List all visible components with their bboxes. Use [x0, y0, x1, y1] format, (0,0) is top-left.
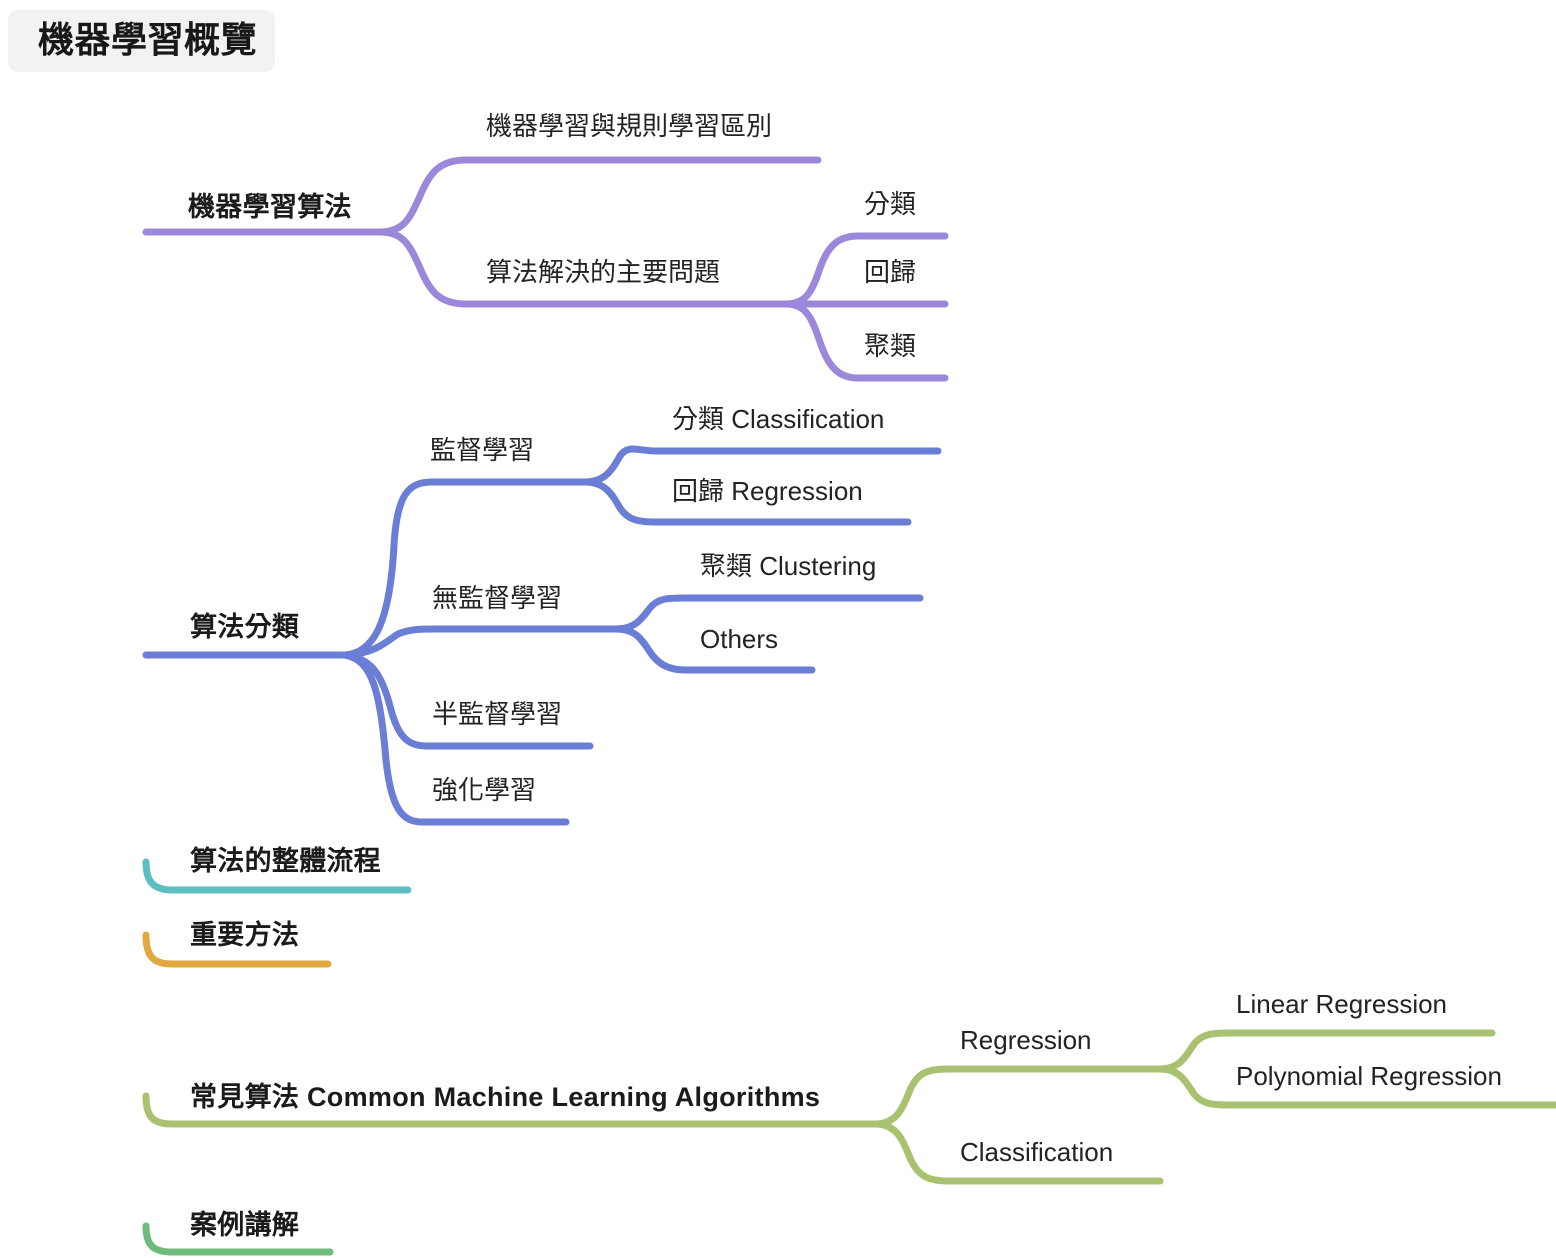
node-prob-regression-label: 回歸 — [864, 257, 917, 287]
node-polynomial-regression-label: Polynomial Regression — [1236, 1061, 1502, 1091]
root-node-label: 機器學習概覽 — [38, 19, 258, 60]
node-ml-algorithms[interactable]: 機器學習算法 — [188, 192, 352, 223]
node-unsup-others[interactable]: Others — [700, 624, 779, 655]
node-ml-vs-rule-label: 機器學習與規則學習區別 — [486, 111, 773, 141]
node-unsupervised-label: 無監督學習 — [432, 583, 563, 613]
node-overall-flow[interactable]: 算法的整體流程 — [190, 846, 381, 877]
node-semi-supervised[interactable]: 半監督學習 — [432, 699, 563, 730]
node-supervised-label: 監督學習 — [430, 435, 535, 465]
node-prob-clustering[interactable]: 聚類 — [864, 331, 917, 362]
node-case-studies[interactable]: 案例講解 — [190, 1210, 299, 1241]
node-main-problems[interactable]: 算法解決的主要問題 — [486, 257, 721, 288]
node-algorithm-taxonomy[interactable]: 算法分類 — [190, 612, 299, 643]
node-algorithm-taxonomy-label: 算法分類 — [190, 612, 300, 642]
node-prob-classification[interactable]: 分類 — [864, 189, 917, 220]
node-unsup-clustering[interactable]: 聚類 Clustering — [700, 551, 877, 582]
node-overall-flow-label: 算法的整體流程 — [190, 846, 382, 876]
node-prob-clustering-label: 聚類 — [864, 331, 917, 361]
edge-ml-algorithms-to-ml-vs-rule — [376, 156, 822, 236]
node-ca-classification-label: Classification — [960, 1137, 1114, 1167]
node-semi-supervised-label: 半監督學習 — [432, 699, 563, 729]
node-reinforcement[interactable]: 強化學習 — [432, 775, 537, 806]
node-case-studies-label: 案例講解 — [190, 1210, 300, 1240]
node-ml-vs-rule[interactable]: 機器學習與規則學習區別 — [486, 111, 773, 142]
node-common-algorithms[interactable]: 常見算法 Common Machine Learning Algorithms — [190, 1082, 820, 1113]
node-unsup-clustering-label: 聚類 Clustering — [700, 551, 877, 581]
node-linear-regression-label: Linear Regression — [1236, 989, 1448, 1019]
node-sup-classification-label: 分類 Classification — [672, 404, 885, 434]
edge-taxonomy-to-supervised — [341, 478, 589, 659]
node-main-problems-label: 算法解決的主要問題 — [486, 257, 721, 287]
node-ca-classification[interactable]: Classification — [960, 1137, 1114, 1168]
node-linear-regression[interactable]: Linear Regression — [1236, 989, 1448, 1020]
node-sup-regression-label: 回歸 Regression — [672, 476, 863, 506]
node-supervised[interactable]: 監督學習 — [430, 435, 535, 466]
node-ca-regression-label: Regression — [960, 1025, 1092, 1055]
node-prob-classification-label: 分類 — [864, 189, 917, 219]
edge-taxonomy-to-unsupervised — [341, 625, 620, 659]
edge-common-algorithms-to-ca-regression — [871, 1065, 1164, 1128]
node-reinforcement-label: 強化學習 — [432, 775, 537, 805]
node-polynomial-regression[interactable]: Polynomial Regression — [1236, 1061, 1502, 1092]
node-unsup-others-label: Others — [700, 624, 779, 654]
node-unsupervised[interactable]: 無監督學習 — [432, 583, 563, 614]
node-important-methods-label: 重要方法 — [190, 920, 300, 950]
node-sup-regression[interactable]: 回歸 Regression — [672, 476, 863, 507]
node-ca-regression[interactable]: Regression — [960, 1025, 1092, 1056]
node-common-algorithms-label: 常見算法 Common Machine Learning Algorithms — [190, 1082, 821, 1112]
node-important-methods[interactable]: 重要方法 — [190, 920, 299, 951]
node-prob-regression[interactable]: 回歸 — [864, 257, 917, 288]
root-node[interactable]: 機器學習概覽 — [8, 10, 276, 73]
node-sup-classification[interactable]: 分類 Classification — [672, 404, 885, 435]
node-ml-algorithms-label: 機器學習算法 — [188, 192, 352, 222]
